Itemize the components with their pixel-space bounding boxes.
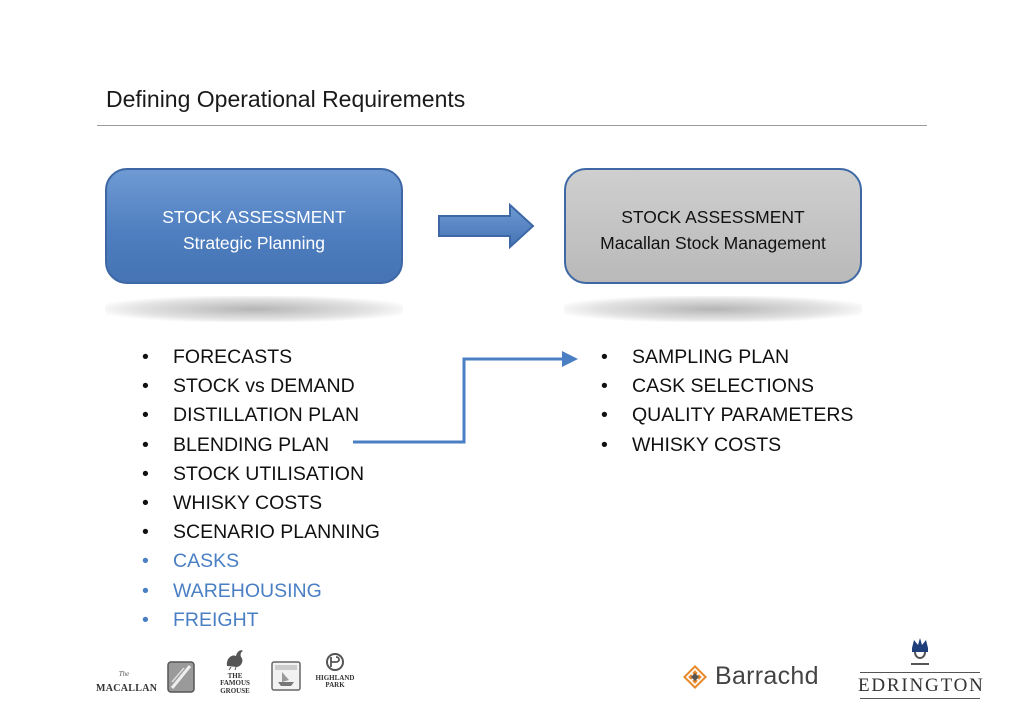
list-item-highlighted: WAREHOUSING [142,577,380,606]
blending-connector-arrow-icon [353,351,578,444]
edrington-rule-top [860,672,980,673]
macallan-logo-the: The [118,670,130,678]
slide-title: Defining Operational Requirements [106,86,466,112]
list-item: WHISKY COSTS [601,431,853,460]
highland-park-emblem-icon [326,653,344,671]
list-item: BLENDING PLAN [142,431,380,460]
barrachd-logo: Barrachd [682,662,819,691]
grouse-logo-line2: GROUSE [220,686,250,695]
list-item-highlighted: CASKS [142,547,380,576]
right-arrow-icon [438,203,535,249]
box-left-line2: Strategic Planning [182,233,326,253]
list-item-highlighted: FREIGHT [142,606,380,635]
macallan-logo-name: MACALLAN [96,683,158,694]
barrachd-logo-text: Barrachd [715,662,819,690]
stock-management-box: STOCK ASSESSMENT Macallan Stock Manageme… [564,168,862,284]
edrington-rule-bottom [860,698,980,699]
crown-crest-icon [911,638,929,665]
label-emblem-icon [167,661,195,693]
list-item: SCENARIO PLANNING [142,518,380,547]
list-item: QUALITY PARAMETERS [601,401,853,430]
box-right-line1: STOCK ASSESSMENT [621,207,805,227]
barrachd-diamond-icon [683,664,707,689]
box-right-line2: Macallan Stock Management [600,233,826,253]
list-item: SAMPLING PLAN [601,343,853,372]
box-left-shadow [105,296,403,322]
ship-label-icon [271,661,301,691]
list-item: WHISKY COSTS [142,489,380,518]
list-item: CASK SELECTIONS [601,372,853,401]
highland-logo-line2: PARK [325,681,345,689]
edrington-logo: EDRINGTON [858,636,985,699]
box-right-shadow [564,296,862,322]
macallan-logo: The MACALLAN [96,670,157,696]
strategic-planning-list: FORECASTS STOCK vs DEMAND DISTILLATION P… [142,343,380,635]
list-item: STOCK vs DEMAND [142,372,380,401]
grouse-bird-icon [226,650,243,671]
stock-management-list: SAMPLING PLAN CASK SELECTIONS QUALITY PA… [601,343,853,460]
title-divider [97,125,927,126]
highland-park-logo: HIGHLAND PARK [313,652,357,690]
box-left-line1: STOCK ASSESSMENT [162,207,346,227]
list-item: STOCK UTILISATION [142,460,380,489]
highland-logo-line1: HIGHLAND [315,673,355,682]
list-item: DISTILLATION PLAN [142,401,380,430]
strategic-planning-box: STOCK ASSESSMENT Strategic Planning [105,168,403,284]
list-item: FORECASTS [142,343,380,372]
grouse-logo-line1: FAMOUS [220,679,250,687]
edrington-logo-text: EDRINGTON [858,675,985,696]
famous-grouse-logo: THE FAMOUS GROUSE [216,646,254,695]
grouse-logo-the: THE [227,671,243,680]
